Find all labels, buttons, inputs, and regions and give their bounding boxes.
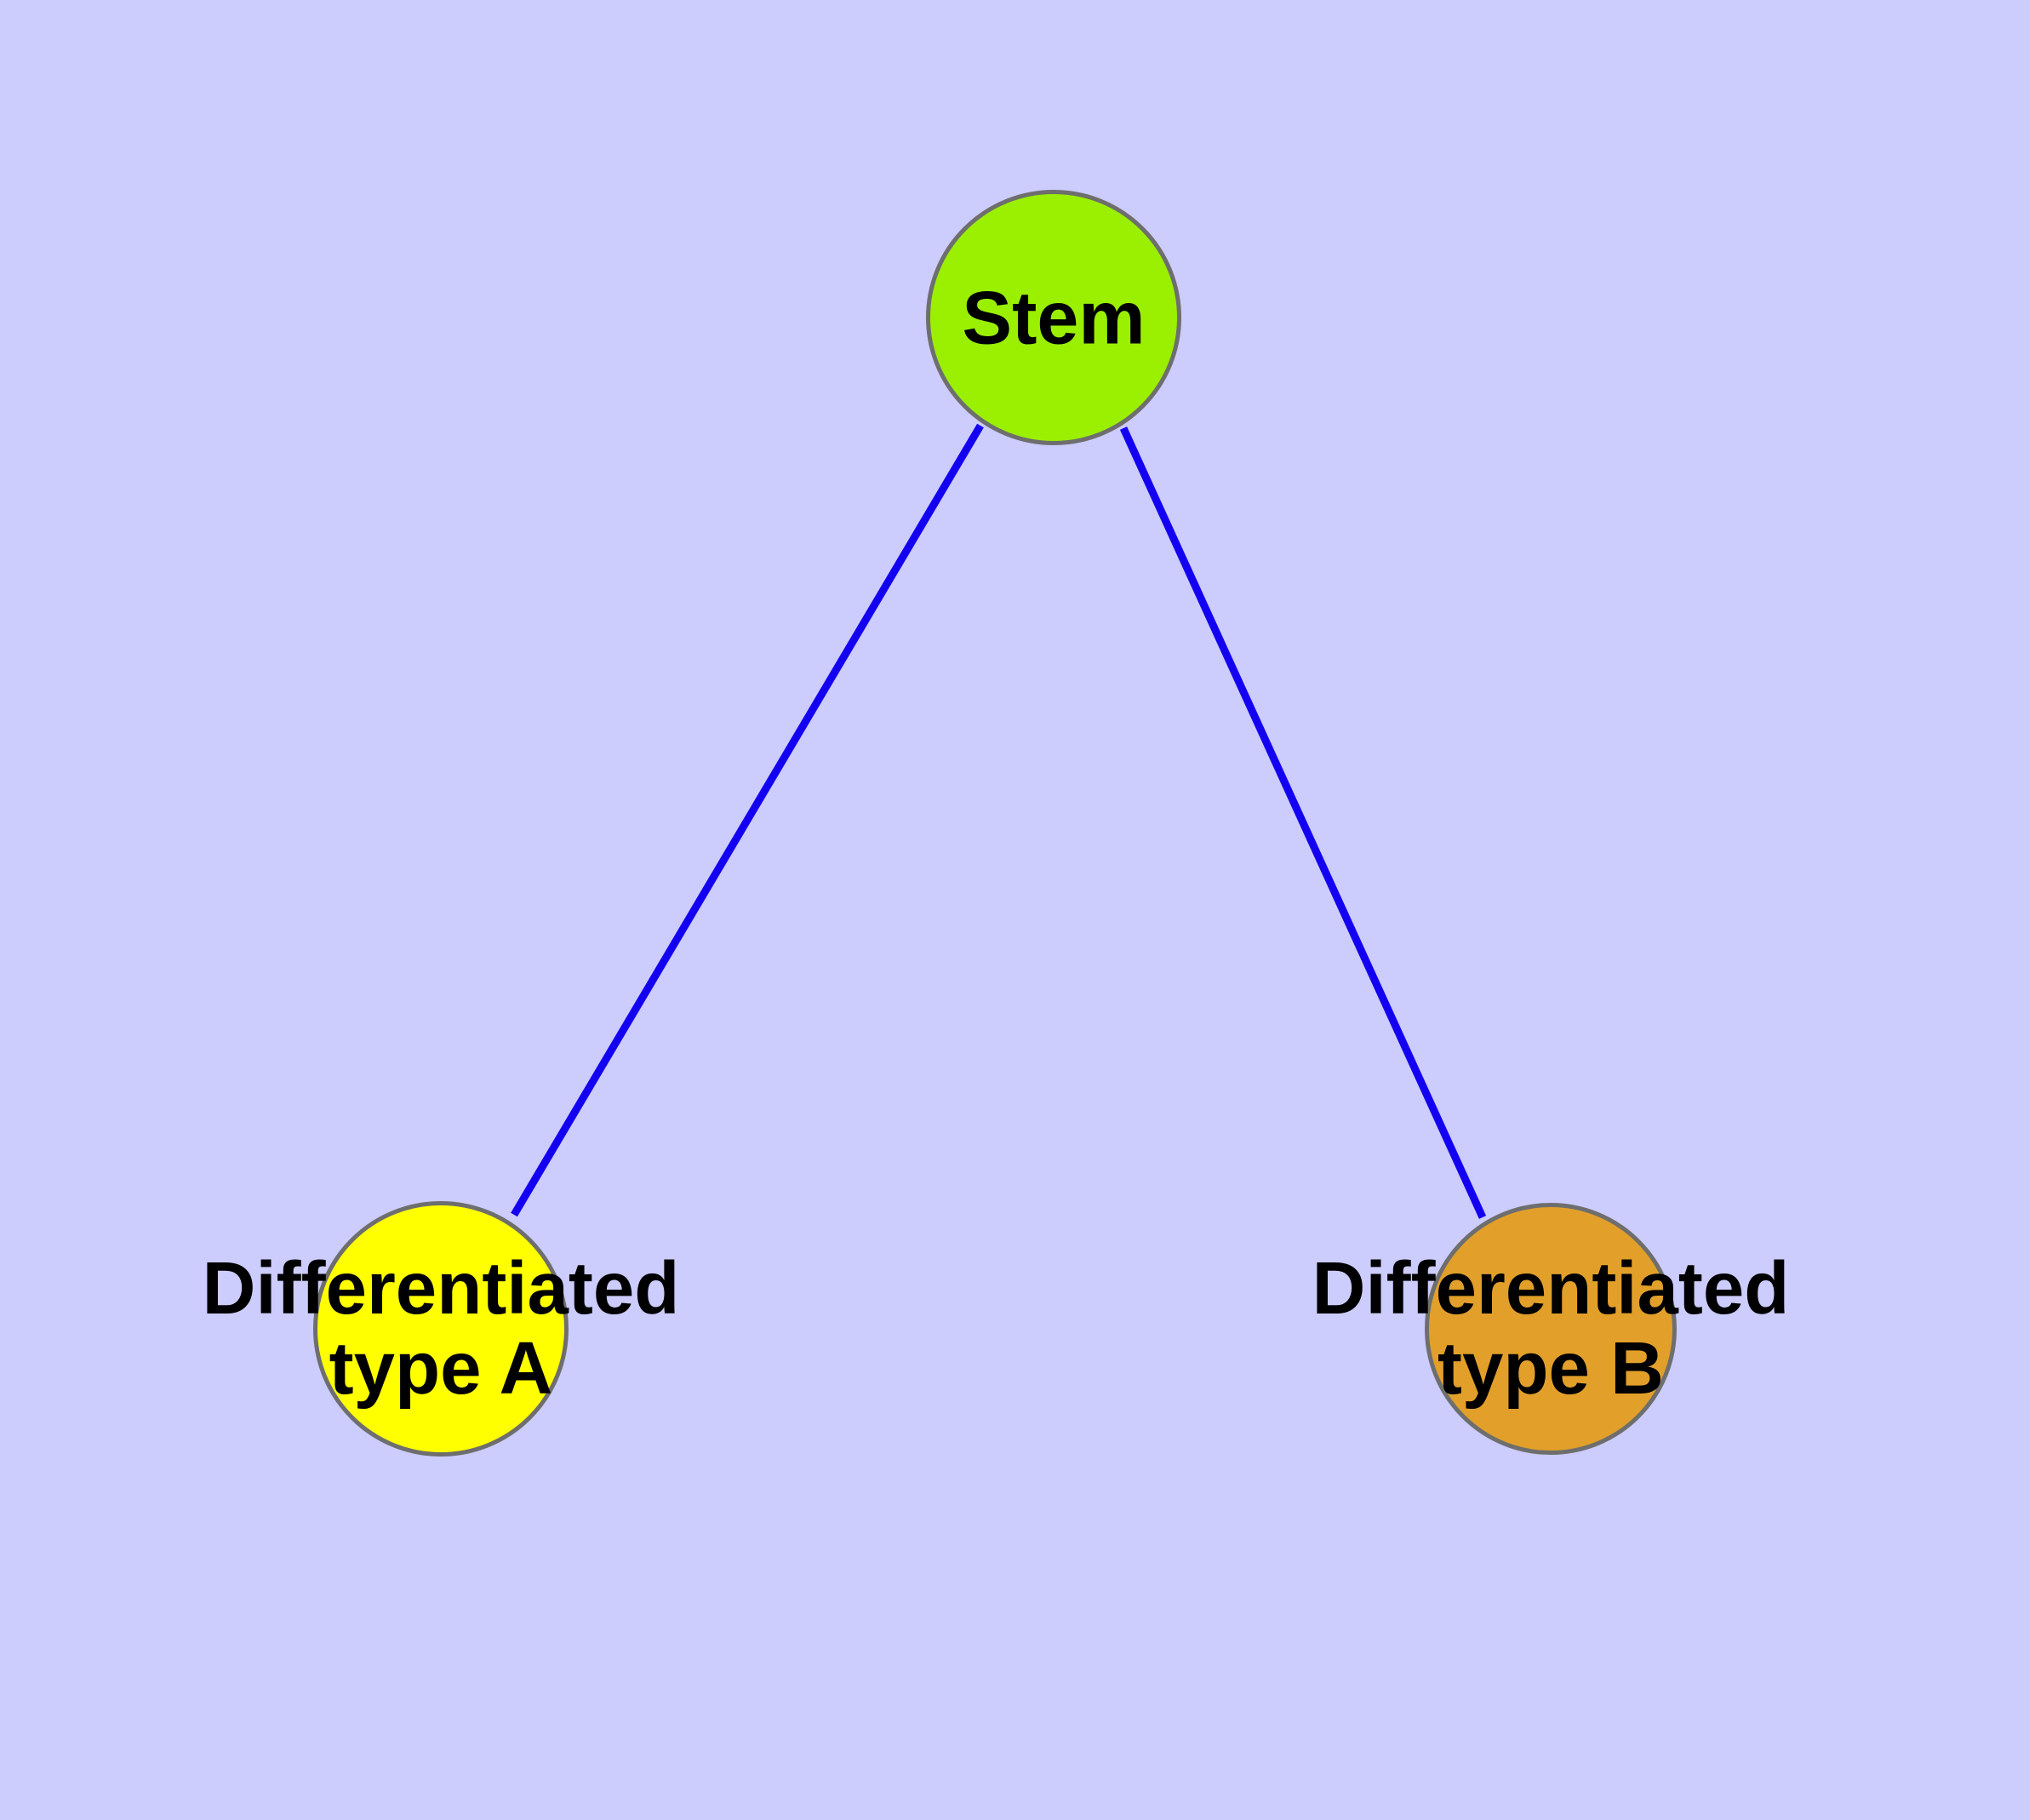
node-differentiated-type-a[interactable] — [313, 1201, 569, 1457]
node-stem[interactable] — [926, 190, 1181, 445]
edge-stem-to-type-a[interactable] — [511, 423, 984, 1217]
node-differentiated-type-b[interactable] — [1425, 1203, 1677, 1455]
edge-stem-to-type-b[interactable] — [1119, 426, 1487, 1219]
